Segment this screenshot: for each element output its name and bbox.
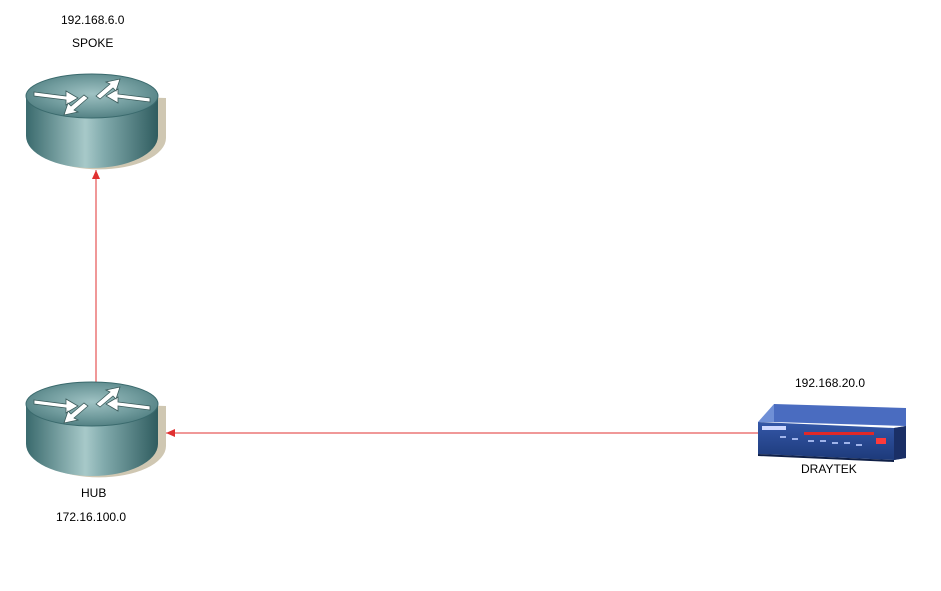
draytek-network-label: 192.168.20.0 <box>795 376 866 390</box>
hub-name-label: HUB <box>81 486 107 500</box>
draytek-appliance-icon[interactable] <box>758 404 906 462</box>
spoke-router-icon[interactable] <box>25 73 166 170</box>
spoke-network-label: 192.168.6.0 <box>61 13 125 27</box>
draytek-name-label: DRAYTEK <box>801 462 857 476</box>
hub-network-label: 172.16.100.0 <box>56 510 127 524</box>
hub-router-icon[interactable] <box>25 381 166 478</box>
spoke-name-label: SPOKE <box>72 36 114 50</box>
